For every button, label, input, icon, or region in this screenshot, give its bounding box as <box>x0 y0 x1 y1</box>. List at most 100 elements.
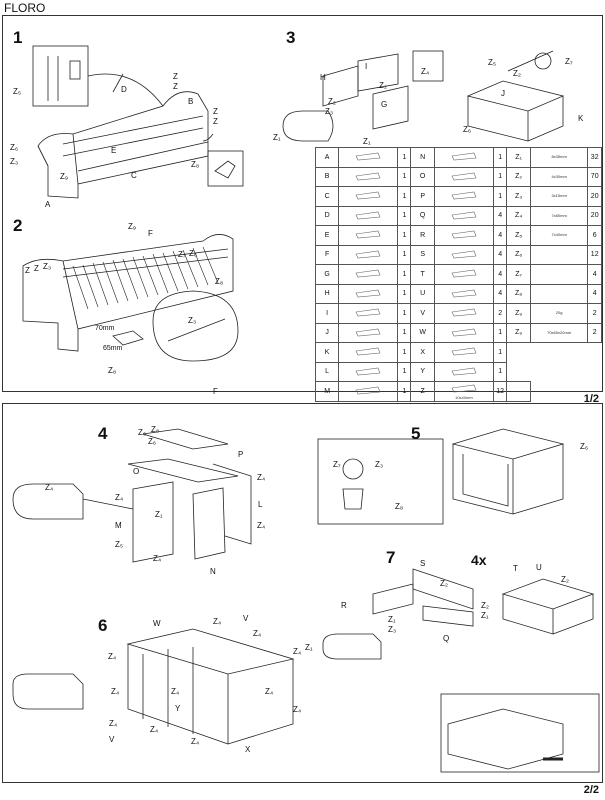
part-sketch <box>451 328 477 337</box>
part-quantity: 1 <box>397 244 412 265</box>
part-letter: P <box>410 186 435 207</box>
part-thumbnail <box>338 166 399 187</box>
label-z6: Z₆ <box>148 437 156 446</box>
part-quantity: 4 <box>492 205 508 226</box>
part-sketch <box>451 172 477 181</box>
part-thumbnail <box>433 322 494 343</box>
hardware-thumbnail: 8x35mm <box>529 147 589 168</box>
part-quantity: 1 <box>492 166 508 187</box>
part-quantity: 4 <box>492 225 508 246</box>
hardware-code: Z₂ <box>506 166 531 187</box>
part-letter: C <box>314 186 340 207</box>
label-z: Z <box>173 82 178 91</box>
part-sketch <box>355 211 381 220</box>
part-thumbnail <box>338 361 399 382</box>
label-z2: Z₂ <box>379 81 387 90</box>
label-z3: Z₃ <box>388 625 396 634</box>
label-s: S <box>420 559 425 568</box>
part-thumbnail <box>338 264 399 285</box>
hardware-quantity <box>588 382 602 402</box>
label-z: Z <box>25 266 30 275</box>
part-quantity: 2 <box>492 303 508 324</box>
label-z4: Z₄ <box>111 687 119 696</box>
part-sketch <box>355 328 381 337</box>
part-thumbnail <box>433 166 494 187</box>
label-z5: Z₅ <box>13 87 21 96</box>
hardware-quantity: 20 <box>587 205 602 226</box>
part-thumbnail <box>338 381 399 402</box>
label-f: F <box>148 229 153 238</box>
part-letter: N <box>410 147 435 168</box>
label-z9: Z₉ <box>128 222 136 231</box>
hardware-size-note: 8x35mm <box>551 154 567 160</box>
part-quantity: 1 <box>492 342 508 363</box>
step6-cabinet-illustration: W Z₄ V Z₄ Z₄ Z₄ Z₄ Y Z₄ Z₄ X V Z₄ Z₄ Z₄ … <box>12 614 301 754</box>
part-quantity: 1 <box>397 166 412 187</box>
label-z3: Z₃ <box>375 460 383 469</box>
label-l: L <box>258 500 263 509</box>
step-number: 7 <box>386 548 396 567</box>
label-z4: Z₄ <box>171 687 179 696</box>
part-letter: S <box>410 244 435 265</box>
part-quantity: 1 <box>492 361 508 382</box>
label-z1: Z₁ <box>273 133 281 142</box>
part-letter: F <box>314 244 340 265</box>
part-thumbnail <box>433 147 494 168</box>
label-f: F <box>213 387 218 396</box>
part-thumbnail <box>433 283 494 304</box>
label-n: N <box>210 567 216 576</box>
label-z3: Z₃ <box>325 107 333 116</box>
label-z2: Z₂ <box>513 69 521 78</box>
part-thumbnail <box>338 283 399 304</box>
label-z7: Z₇ <box>565 57 573 66</box>
step3-drawer-box-illustration: H I Z₄ Z₂ Z₃ G Z₁ Z₂ Z₅ Z₇ J Z₂ K Z₁ Z₆ <box>273 50 584 146</box>
hardware-code <box>507 343 530 363</box>
part-sketch <box>451 250 477 259</box>
hardware-code: Z₇ <box>506 264 531 285</box>
part-quantity: 4 <box>492 283 508 304</box>
label-z8: Z₈ <box>215 277 223 286</box>
part-quantity: 1 <box>397 283 412 304</box>
part-sketch <box>355 191 381 200</box>
hardware-size-note: 3x15mm <box>551 193 567 199</box>
label-z2: Z₂ <box>328 97 336 106</box>
label-z1: Z₁ <box>481 611 489 620</box>
label-p: P <box>238 450 243 459</box>
label-x: X <box>245 745 251 754</box>
hardware-code: Z₁ <box>506 147 531 168</box>
label-z2: Z₂ <box>481 601 489 610</box>
label-u: U <box>536 563 542 572</box>
step-number: 6 <box>98 616 108 635</box>
part-sketch <box>355 347 381 356</box>
part-letter: I <box>314 303 340 324</box>
part-quantity: 1 <box>397 205 412 226</box>
hardware-quantity: 12 <box>587 244 602 265</box>
label-z8: Z₈ <box>151 425 159 434</box>
part-thumbnail <box>338 147 399 168</box>
label-z: Z <box>173 72 178 81</box>
part-sketch <box>451 289 477 298</box>
part-letter: E <box>314 225 340 246</box>
label-e: E <box>111 146 116 155</box>
label-a: A <box>45 200 51 209</box>
label-z5: Z₅ <box>488 58 496 67</box>
part-letter: A <box>314 147 340 168</box>
label-z8: Z₈ <box>191 160 199 169</box>
hardware-quantity: 2 <box>587 303 602 324</box>
part-letter: R <box>410 225 435 246</box>
part-sketch <box>355 289 381 298</box>
hardware-thumbnail <box>530 362 588 382</box>
hardware-thumbnail: 3x15mm <box>529 186 589 207</box>
part-letter: X <box>410 342 435 363</box>
label-z4: Z₄ <box>253 629 261 638</box>
label-z7: Z₇ <box>333 460 341 469</box>
label-w: W <box>153 619 161 628</box>
part-sketch <box>355 308 381 317</box>
